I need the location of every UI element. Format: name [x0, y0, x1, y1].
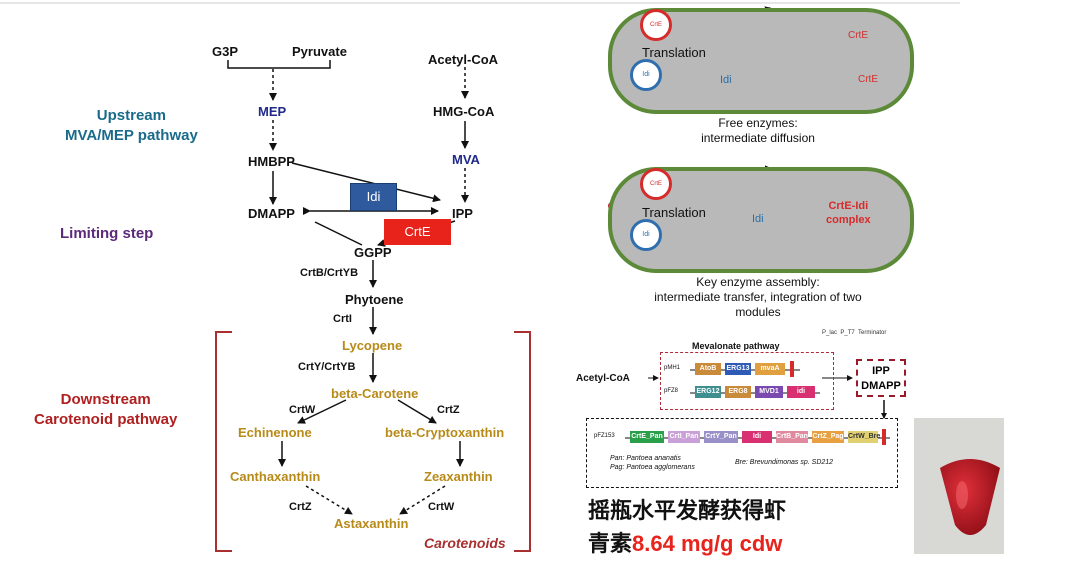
enzyme-crtz-bottom: CrtZ [289, 501, 312, 513]
arrow-to-cryptoxanthin [397, 399, 437, 424]
node-beta-carotene: beta-Carotene [331, 386, 419, 401]
node-phytoene: Phytoene [345, 292, 404, 307]
enzyme-crtb-crtyb: CrtB/CrtYB [300, 267, 359, 279]
gene-erg13: ERG13 [725, 363, 751, 375]
crte-free-label-1: CrtE [848, 30, 868, 41]
result-prefix: 青素 [588, 531, 633, 556]
g3p-pyruvate-join [227, 60, 331, 69]
idi-label: Idi [752, 213, 764, 225]
crte-circle: CrtE [640, 9, 672, 41]
idi-free-label: Idi [720, 74, 732, 86]
note-bre: Bre: Brevundimonas sp. SD212 [735, 459, 834, 466]
arrow-hmbpp-to-ipp [291, 162, 441, 203]
crte-free-label-2: CrtE [858, 74, 878, 85]
construct-acetyl-coa: Acetyl-CoA [576, 373, 630, 384]
plasmid-3-label: pFZ153 [594, 433, 615, 439]
node-pyruvate: Pyruvate [292, 44, 347, 59]
gene-erg12: ERG12 [695, 386, 721, 398]
gene-mvaa: mvaA [755, 363, 785, 375]
enzyme-crtz-right: CrtZ [437, 404, 460, 416]
node-ipp: IPP [452, 206, 473, 221]
enzyme-crti: CrtI [333, 313, 352, 325]
enzyme-crtw-bottom: CrtW [428, 501, 455, 513]
node-hmbpp: HMBPP [248, 154, 295, 169]
idi-circle: Idi [630, 219, 662, 251]
gene-crtz-pag: CrtZ_Pag [812, 431, 844, 443]
crte-enzyme-box: CrtE [384, 219, 451, 245]
gene-erg8: ERG8 [725, 386, 751, 398]
node-mep: MEP [258, 104, 287, 119]
note-pag: Pag: Pantoea agglomerans [610, 464, 695, 471]
node-dmapp: DMAPP [248, 206, 295, 221]
node-ggpp: GGPP [354, 245, 392, 260]
carotenoids-bracket-label: Carotenoids [424, 535, 506, 551]
node-canthaxanthin: Canthaxanthin [230, 469, 321, 484]
gene-crty-pan: CrtY_Pan [704, 431, 738, 443]
line-dmapp-to-ggpp [314, 221, 363, 246]
enzyme-crty-crtyb: CrtY/CrtYB [298, 361, 356, 373]
result-line-1: 摇瓶水平发酵获得虾 [588, 498, 787, 523]
arrow-cantha-to-asta [305, 485, 353, 515]
gene-idi-3: Idi [742, 431, 772, 443]
gene-idi: idi [787, 386, 815, 398]
gene-crti-pan: CrtI_Pan [668, 431, 700, 443]
gene-crtb-pan: CrtB_Pan [776, 431, 808, 443]
bracket-right [514, 331, 531, 552]
terminator-1 [790, 361, 794, 377]
node-hmg-coa: HMG-CoA [433, 104, 495, 119]
arrow-zea-to-asta [399, 485, 446, 515]
crte-circle: CrtE [640, 168, 672, 200]
cell1-caption: Free enzymes:intermediate diffusion [701, 116, 815, 145]
idi-circle: Idi [630, 59, 662, 91]
cell2-caption: Key enzyme assembly:intermediate transfe… [654, 275, 862, 319]
gene-mvd1: MVD1 [755, 386, 783, 398]
translation-label: Translation [642, 205, 706, 220]
gene-atob: AtoB [695, 363, 721, 375]
gene-crtw-bre: CrtW_Bre [848, 431, 880, 443]
node-g3p: G3P [212, 44, 239, 59]
node-echinenone: Echinenone [238, 425, 312, 440]
mevalonate-module-box [660, 352, 834, 410]
cell-free-enzymes: CrtE Idi Translation Idi CrtE CrtE [608, 8, 914, 114]
plasmid-1-label: pMH1 [664, 365, 681, 371]
node-beta-cryptoxanthin: beta-Cryptoxanthin [385, 425, 505, 440]
node-zeaxanthin: Zeaxanthin [424, 469, 493, 484]
bracket-left [215, 331, 232, 552]
node-mva: MVA [452, 152, 480, 167]
note-pan: Pan: Pantoea ananatis [610, 455, 681, 462]
plasmid-2-label: pFZ8 [664, 388, 679, 394]
gene-crte-pan: CrtE_Pan [630, 431, 664, 443]
result-line-2: 青素8.64 mg/g cdw [588, 526, 782, 558]
node-acetyl-coa: Acetyl-CoA [428, 52, 499, 67]
result-value: 8.64 mg/g cdw [632, 531, 783, 556]
translation-label: Translation [642, 45, 706, 60]
enzyme-crtw-left: CrtW [289, 404, 316, 416]
carotenoid-module-box [586, 418, 898, 488]
red-pellet-tube [940, 459, 1000, 535]
arrow-to-echinenone [297, 399, 347, 424]
idi-enzyme-box: Idi [350, 183, 397, 211]
construct-legend: P_lac P_T7 Terminator [822, 330, 887, 336]
node-lycopene: Lycopene [342, 338, 403, 353]
terminator-3 [882, 429, 886, 445]
mevalonate-pathway-title: Mevalonate pathway [692, 341, 780, 351]
node-astaxanthin: Astaxanthin [334, 516, 409, 531]
limiting-step-label: Limiting step [60, 225, 154, 242]
